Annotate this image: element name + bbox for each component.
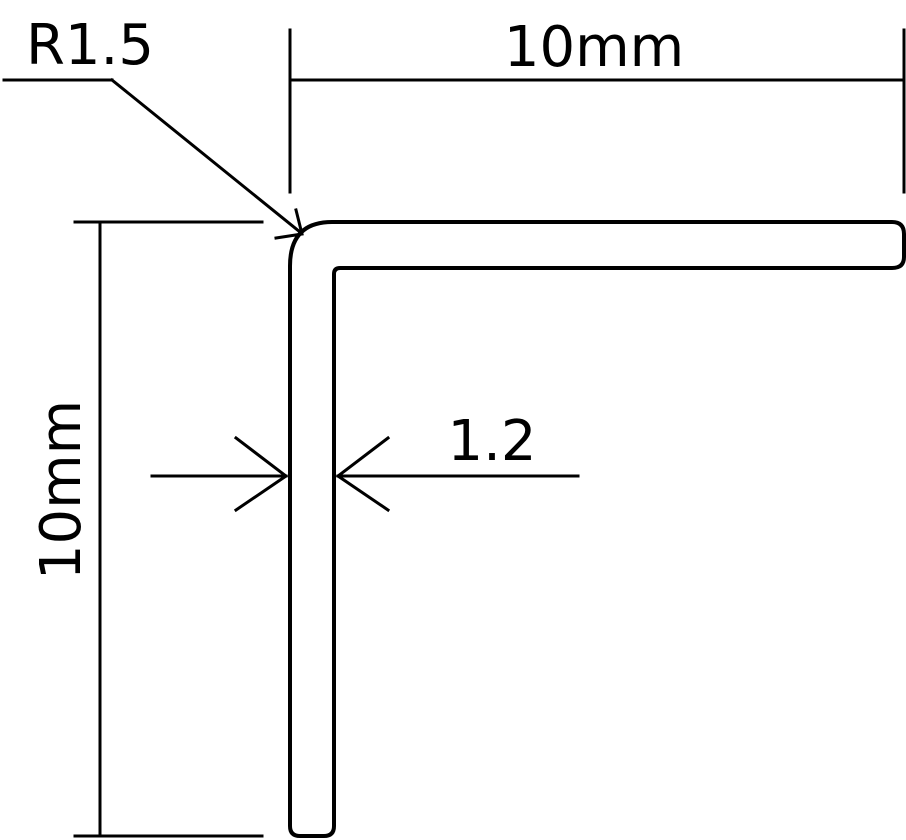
thickness-arrow-right-head — [335, 435, 391, 513]
height-dimension-label: 10mm — [29, 400, 94, 580]
angle-profile — [288, 220, 906, 838]
radius-leader-diagonal — [109, 77, 303, 235]
thickness-arrow-left-head — [233, 435, 289, 513]
radius-label: R1.5 — [26, 13, 154, 78]
radius-leader-arrowhead — [274, 208, 304, 240]
thickness-label: 1.2 — [447, 409, 536, 474]
width-dimension-label: 10mm — [504, 15, 684, 80]
